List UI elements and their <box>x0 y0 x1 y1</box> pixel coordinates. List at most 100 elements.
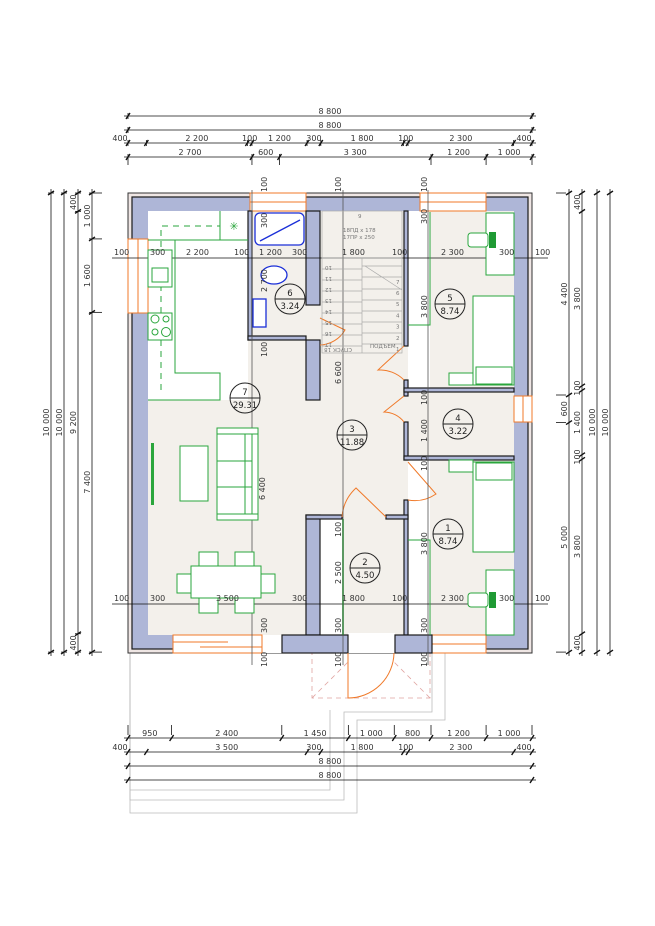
dimension-label: 2 700 <box>260 269 269 292</box>
room-tag-1[interactable]: 18.74 <box>432 518 464 550</box>
stair-up-label: ПОДЪЕМ <box>370 344 396 350</box>
wardrobe <box>408 212 431 326</box>
stair-step-number: 4 <box>396 313 400 319</box>
stair-step-number: 6 <box>396 291 400 297</box>
dimension-tick <box>578 190 586 196</box>
door-entrance[interactable] <box>347 652 395 699</box>
dimension-label: 9 200 <box>69 411 78 434</box>
path-outline <box>129 653 433 801</box>
stair-step-number: 12 <box>325 286 332 292</box>
dimension-label: 1 400 <box>573 411 582 434</box>
dimension-label: 400 <box>69 635 78 650</box>
dimension-label: 2 300 <box>441 248 464 257</box>
bedroom-5-furniture <box>408 212 515 386</box>
dimension-tick <box>391 734 397 742</box>
dimension-label: 300 <box>420 209 429 224</box>
stair-step-number: 10 <box>325 264 332 270</box>
dimension-label: 300 <box>420 618 429 633</box>
room-tag-5[interactable]: 58.74 <box>434 288 466 320</box>
dimension-tick <box>428 734 434 742</box>
room-tag-7[interactable]: 729.31 <box>229 382 261 414</box>
door-room-5[interactable] <box>376 345 405 381</box>
burner <box>150 314 160 324</box>
dimension-label: 300 <box>306 743 321 752</box>
dimension-label: 800 <box>405 729 420 738</box>
dining-table <box>190 565 262 599</box>
dimension-tick <box>511 748 517 756</box>
dimension-label: 3 800 <box>573 535 582 558</box>
dimension-label: 100 <box>535 594 550 603</box>
dimension-label: 8 800 <box>319 757 342 766</box>
dimension-label: 400 <box>573 195 582 210</box>
dimension-label: 100 <box>573 449 582 464</box>
dimension-tick <box>279 734 285 742</box>
dimension-label: 400 <box>112 743 127 752</box>
stair-step-number: 3 <box>396 325 400 331</box>
nightstand <box>448 459 474 473</box>
chair <box>176 573 192 594</box>
dimension-label: 300 <box>292 248 307 257</box>
toilet <box>260 265 288 285</box>
dimension-label: 2 300 <box>449 134 472 143</box>
dimension-tick <box>529 734 535 742</box>
burner <box>161 327 171 337</box>
door-room-1[interactable] <box>407 461 437 502</box>
dimension-tick <box>529 748 535 756</box>
dimension-label: 3 800 <box>420 532 429 555</box>
dimension-label: 300 <box>150 248 165 257</box>
dimension-label: 1 200 <box>447 729 470 738</box>
door-room-2[interactable] <box>341 487 387 518</box>
dimension-label: 400 <box>516 743 531 752</box>
dimension-tick <box>593 649 601 655</box>
sink-basin <box>151 267 169 283</box>
room-number: 2 <box>362 558 367 568</box>
dimension-label: 2 200 <box>185 134 208 143</box>
dimension-tick <box>606 649 614 655</box>
stair-treads <box>322 257 403 347</box>
dimension-tick <box>405 748 411 756</box>
dimension-label: 1 200 <box>259 248 282 257</box>
bathtub-line <box>259 219 301 242</box>
dimension-tick <box>169 734 175 742</box>
room-tag-3[interactable]: 311.88 <box>336 419 368 451</box>
stair-down-label: СПУСК 18 <box>324 346 352 352</box>
room-tag-6[interactable]: 63.24 <box>274 283 306 315</box>
doors[interactable] <box>319 317 437 699</box>
dimension-label: 2 300 <box>449 743 472 752</box>
exterior-dimension-chains: 8 800 8 800 400 2 200 100 1 200 300 1 800 100 2 3… <box>42 107 614 784</box>
dimension-label: 100 <box>260 342 269 357</box>
nightstand <box>448 372 474 386</box>
dimension-label: 8 800 <box>319 771 342 780</box>
stair-note-treads: 17ПР x 250 <box>343 235 375 241</box>
dimension-tick <box>529 762 535 770</box>
door-room-4[interactable] <box>382 395 405 423</box>
room-tag-4[interactable]: 43.22 <box>442 408 474 440</box>
door-stair-closet[interactable] <box>319 317 346 346</box>
washbasin <box>252 298 267 328</box>
dimension-label: 1 000 <box>498 148 521 157</box>
room-area: 8.74 <box>439 537 458 547</box>
dimension-label: 1 800 <box>342 248 365 257</box>
chair <box>198 551 219 567</box>
dimension-label: 100 <box>398 134 413 143</box>
dimension-label: 5 000 <box>560 526 569 549</box>
dimension-label: 1 000 <box>360 729 383 738</box>
dimension-label: 8 800 <box>319 121 342 130</box>
dimension-tick <box>606 190 614 196</box>
dimension-tick <box>143 748 149 756</box>
dimension-label: 3 500 <box>216 594 239 603</box>
room-tag-2[interactable]: 24.50 <box>349 552 381 584</box>
kitchen-counter <box>148 239 221 401</box>
extractor-fan-icon: ✳ <box>229 220 238 233</box>
dimension-label: 3 300 <box>344 148 367 157</box>
coffee-table <box>179 445 209 502</box>
dimension-label: 3 800 <box>573 287 582 310</box>
kitchen-floor <box>148 211 248 400</box>
monitor <box>489 592 496 608</box>
dimension-label: 300 <box>260 213 269 228</box>
dimension-label: 100 <box>234 248 249 257</box>
dimension-label: 6 600 <box>334 361 343 384</box>
dimension-label: 1 450 <box>304 729 327 738</box>
dimension-label: 100 <box>535 248 550 257</box>
room-4-wall-left <box>403 421 409 461</box>
